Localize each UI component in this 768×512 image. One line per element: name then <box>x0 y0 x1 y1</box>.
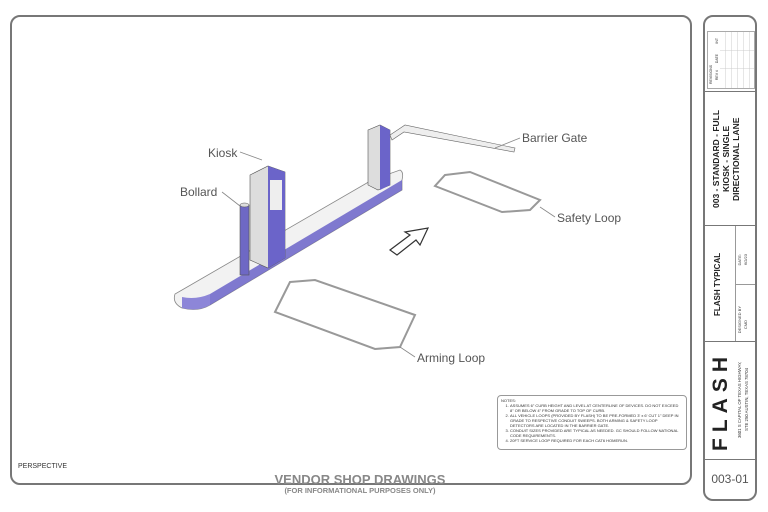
bollard <box>239 202 250 276</box>
note-item: ASSUMES 6" CURB HEIGHT AND LEVEL AT CENT… <box>510 403 683 413</box>
date-col: DATE <box>715 54 719 64</box>
curb-island <box>173 169 404 310</box>
date-label: DATE: <box>737 254 742 266</box>
direction-arrow-icon <box>388 227 430 256</box>
sheet-number: 003-01 <box>711 472 749 486</box>
arming-loop <box>273 278 417 351</box>
safety-loop-label: Safety Loop <box>557 211 622 225</box>
note-item: 20FT SERVICE LOOP REQUIRED FOR EACH CAT6… <box>510 438 683 443</box>
note-item: ALL VEHICLE LOOPS (PROVIDED BY FLASH) TO… <box>510 413 683 428</box>
revisions-heading: REVISIONS <box>709 64 713 84</box>
arming-loop-label: Arming Loop <box>417 351 486 365</box>
project-name: FLASH TYPICAL <box>713 252 722 316</box>
barrier-gate-label: Barrier Gate <box>522 131 588 145</box>
kiosk <box>249 165 286 269</box>
notes-box: NOTES: ASSUMES 6" CURB HEIGHT AND LEVEL … <box>497 395 687 450</box>
kiosk-label: Kiosk <box>208 146 238 160</box>
perspective-drawing <box>173 124 556 358</box>
drawing-title-section: 003 - STANDARD - FULL KIOSK - SINGLE DIR… <box>705 91 755 225</box>
designed-by-label: DESIGNED BY <box>737 306 742 334</box>
footer-title: VENDOR SHOP DRAWINGS <box>274 472 446 487</box>
leader-lines <box>221 137 556 358</box>
view-label: PERSPECTIVE <box>18 463 68 470</box>
int-col: INT <box>715 38 719 44</box>
footer-subtitle: (FOR INFORMATIONAL PURPOSES ONLY) <box>284 486 436 495</box>
safety-loop <box>433 170 542 214</box>
project-section: FLASH TYPICAL DATE: 6/2/23 DESIGNED BY C… <box>705 225 755 341</box>
revisions-table: REVISIONS REV # DATE INT <box>707 31 755 89</box>
designer-value: CMD <box>743 320 748 330</box>
barrier-gate <box>367 124 516 191</box>
note-item: CONDUIT SIZES PROVIDED ARE TYPICAL AS NE… <box>510 428 683 438</box>
sheet-section: 003-01 <box>705 459 755 499</box>
date-value: 6/2/23 <box>743 254 748 266</box>
title-block: REVISIONS REV # DATE INT 003 - STANDARD … <box>703 15 757 501</box>
address-line-1: 3601 S CAPITAL OF TEXAS HIGHWAY, <box>737 361 742 439</box>
drawing-title: 003 - STANDARD - FULL KIOSK - SINGLE DIR… <box>711 109 741 209</box>
drawing-frame <box>10 15 692 485</box>
notes-heading: NOTES: <box>501 398 516 403</box>
rev-col: REV # <box>715 70 719 81</box>
address-line-2: STE 250 AUSTIN, TEXAS 78704 <box>744 368 749 432</box>
bollard-label: Bollard <box>180 185 218 199</box>
flash-logo: FLASH <box>709 351 732 451</box>
logo-section: FLASH 3601 S CAPITAL OF TEXAS HIGHWAY, S… <box>705 341 755 459</box>
